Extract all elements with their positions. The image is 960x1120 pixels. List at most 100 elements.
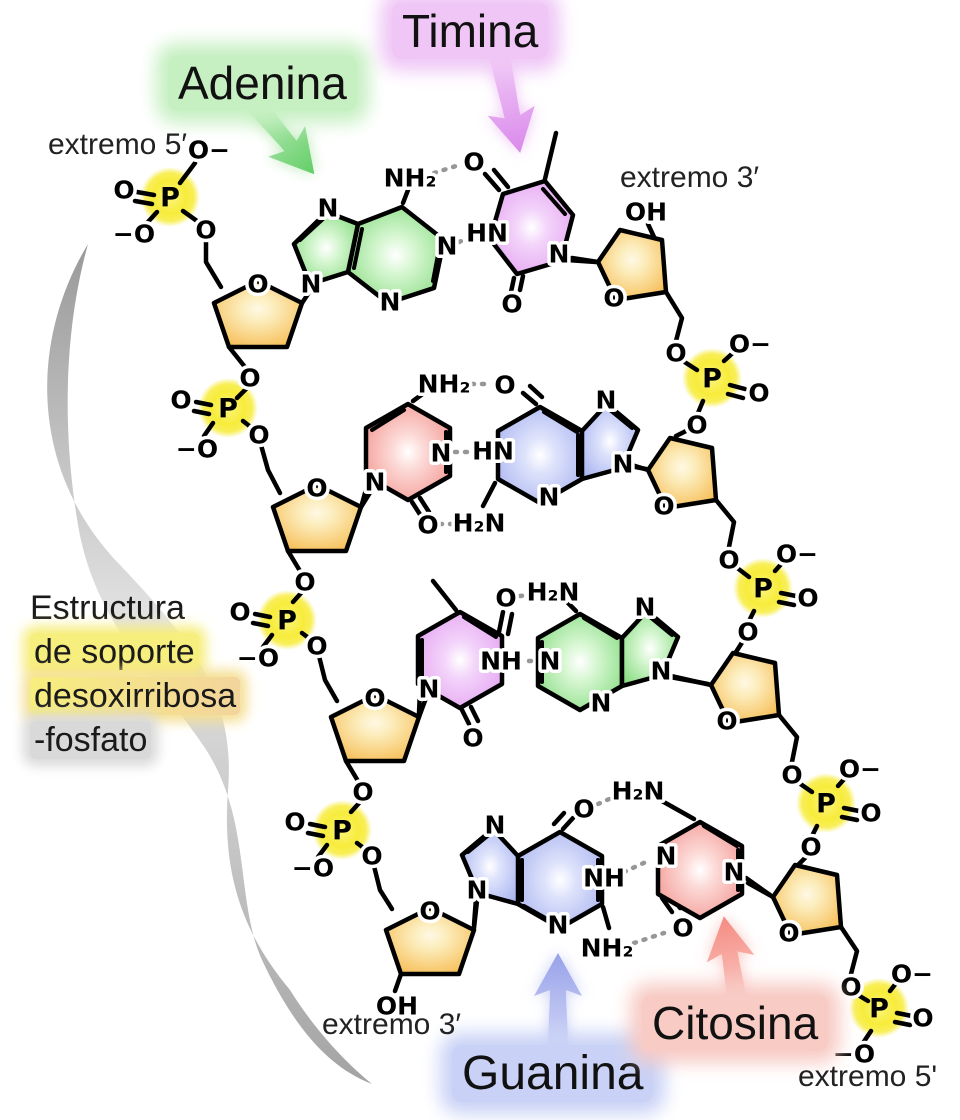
atom-label: −O xyxy=(237,644,279,673)
atom-label: O− xyxy=(188,136,230,165)
atom-label: N xyxy=(437,232,458,261)
atom-label: N xyxy=(419,675,440,704)
atom-label: O xyxy=(361,842,382,871)
atom-label: NH₂ xyxy=(384,164,437,193)
atom-label: N xyxy=(365,468,386,497)
atom-label: −O xyxy=(292,854,334,883)
atom-label: −O xyxy=(113,220,155,249)
atom-label: O xyxy=(352,778,373,807)
atom-label: O xyxy=(748,379,769,408)
atom-label: N xyxy=(540,647,561,676)
atom-label: O xyxy=(462,724,483,753)
atom-label: O xyxy=(653,492,674,521)
atom-label: O xyxy=(306,474,327,503)
atom-label: O xyxy=(797,584,818,613)
thymine-row3-hexagon xyxy=(415,609,505,711)
atom-label: O xyxy=(573,795,594,824)
atom-label: O xyxy=(248,421,269,450)
atom-label: O xyxy=(912,1004,933,1033)
atom-label: NH xyxy=(480,647,522,676)
adenina-arrow xyxy=(233,84,333,190)
phosphorus-label: P xyxy=(816,789,836,820)
atom-label: O xyxy=(239,364,260,393)
atom-label: H₂N xyxy=(612,777,665,806)
atom-label: OH xyxy=(376,992,418,1021)
atom-label: OH xyxy=(625,198,667,227)
left-backbone-bonds xyxy=(144,160,480,994)
atom-label: H₂N xyxy=(453,509,506,538)
guanina-arrow xyxy=(534,953,582,1050)
atom-label: O xyxy=(113,176,134,205)
atom-label: NH₂ xyxy=(581,934,634,963)
atom-label: O xyxy=(463,148,484,177)
atom-label: O xyxy=(778,919,799,948)
atom-label: O xyxy=(737,618,758,647)
atom-label: N xyxy=(318,194,339,223)
phosphorus-label: P xyxy=(753,574,773,605)
atom-label: N xyxy=(724,858,745,887)
atom-label: N xyxy=(635,593,656,622)
atom-label: N xyxy=(656,842,677,871)
cytosine-row2-hexagon xyxy=(363,401,453,503)
atom-label: O xyxy=(800,833,821,862)
sugar-ring xyxy=(595,227,669,303)
atom-label: O xyxy=(195,216,216,245)
atom-label: O xyxy=(501,290,522,319)
atom-label: O xyxy=(419,897,440,926)
atom-label: N xyxy=(301,270,322,299)
atom-label: O xyxy=(672,914,693,943)
atom-label: HN xyxy=(466,219,508,248)
atom-label: N xyxy=(549,240,570,269)
atom-label: O− xyxy=(839,755,881,784)
atom-label: O xyxy=(170,386,191,415)
atom-label: N xyxy=(539,483,560,512)
phosphorus-label: P xyxy=(218,394,238,425)
atom-label: O xyxy=(840,973,861,1002)
phosphorus-label: P xyxy=(160,183,180,214)
atom-label: N xyxy=(591,689,612,718)
phosphorus-label: P xyxy=(702,364,722,395)
citosina-arrow xyxy=(700,912,763,1016)
hydrogen-bonds xyxy=(431,163,667,946)
atom-label: N xyxy=(548,911,569,940)
phosphorus-label: P xyxy=(869,994,889,1025)
base-substituent-bonds xyxy=(359,130,773,931)
atom-label: O− xyxy=(776,540,818,569)
atom-label: NH xyxy=(583,864,625,893)
atom-label: N xyxy=(596,386,617,415)
atom-label: O xyxy=(417,511,438,540)
sugar-ring xyxy=(645,435,719,511)
atom-label: HN xyxy=(472,437,514,466)
deoxyribose-sugars xyxy=(211,227,844,977)
atom-label: O xyxy=(718,546,739,575)
atom-label: O xyxy=(665,339,686,368)
sugar-ring xyxy=(328,692,422,764)
atom-label: H₂N xyxy=(527,578,580,607)
atom-label: O xyxy=(306,632,327,661)
phosphorus-label: P xyxy=(332,816,352,847)
atom-label: −O xyxy=(833,1040,875,1069)
atom-label: O xyxy=(229,598,250,627)
timina-arrow xyxy=(476,53,544,158)
atom-label: O xyxy=(716,707,737,736)
atom-label: NH₂ xyxy=(418,370,471,399)
sugar-ring xyxy=(770,862,844,938)
atom-label: N xyxy=(651,657,672,686)
atom-label: O xyxy=(364,684,385,713)
atom-label: O xyxy=(294,568,315,597)
atom-label: N xyxy=(613,450,634,479)
atom-label: N xyxy=(485,811,506,840)
atom-label: O− xyxy=(729,330,771,359)
phosphorus-label: P xyxy=(277,606,297,637)
sugar-ring xyxy=(383,905,477,977)
atom-label: O xyxy=(686,411,707,440)
atom-label: O xyxy=(284,808,305,837)
atom-label: O− xyxy=(891,960,933,989)
atom-label: O xyxy=(603,284,624,313)
ring-double-bonds xyxy=(298,187,740,926)
atom-label: O xyxy=(494,371,515,400)
sugar-ring xyxy=(708,650,782,726)
atom-label: N xyxy=(380,288,401,317)
